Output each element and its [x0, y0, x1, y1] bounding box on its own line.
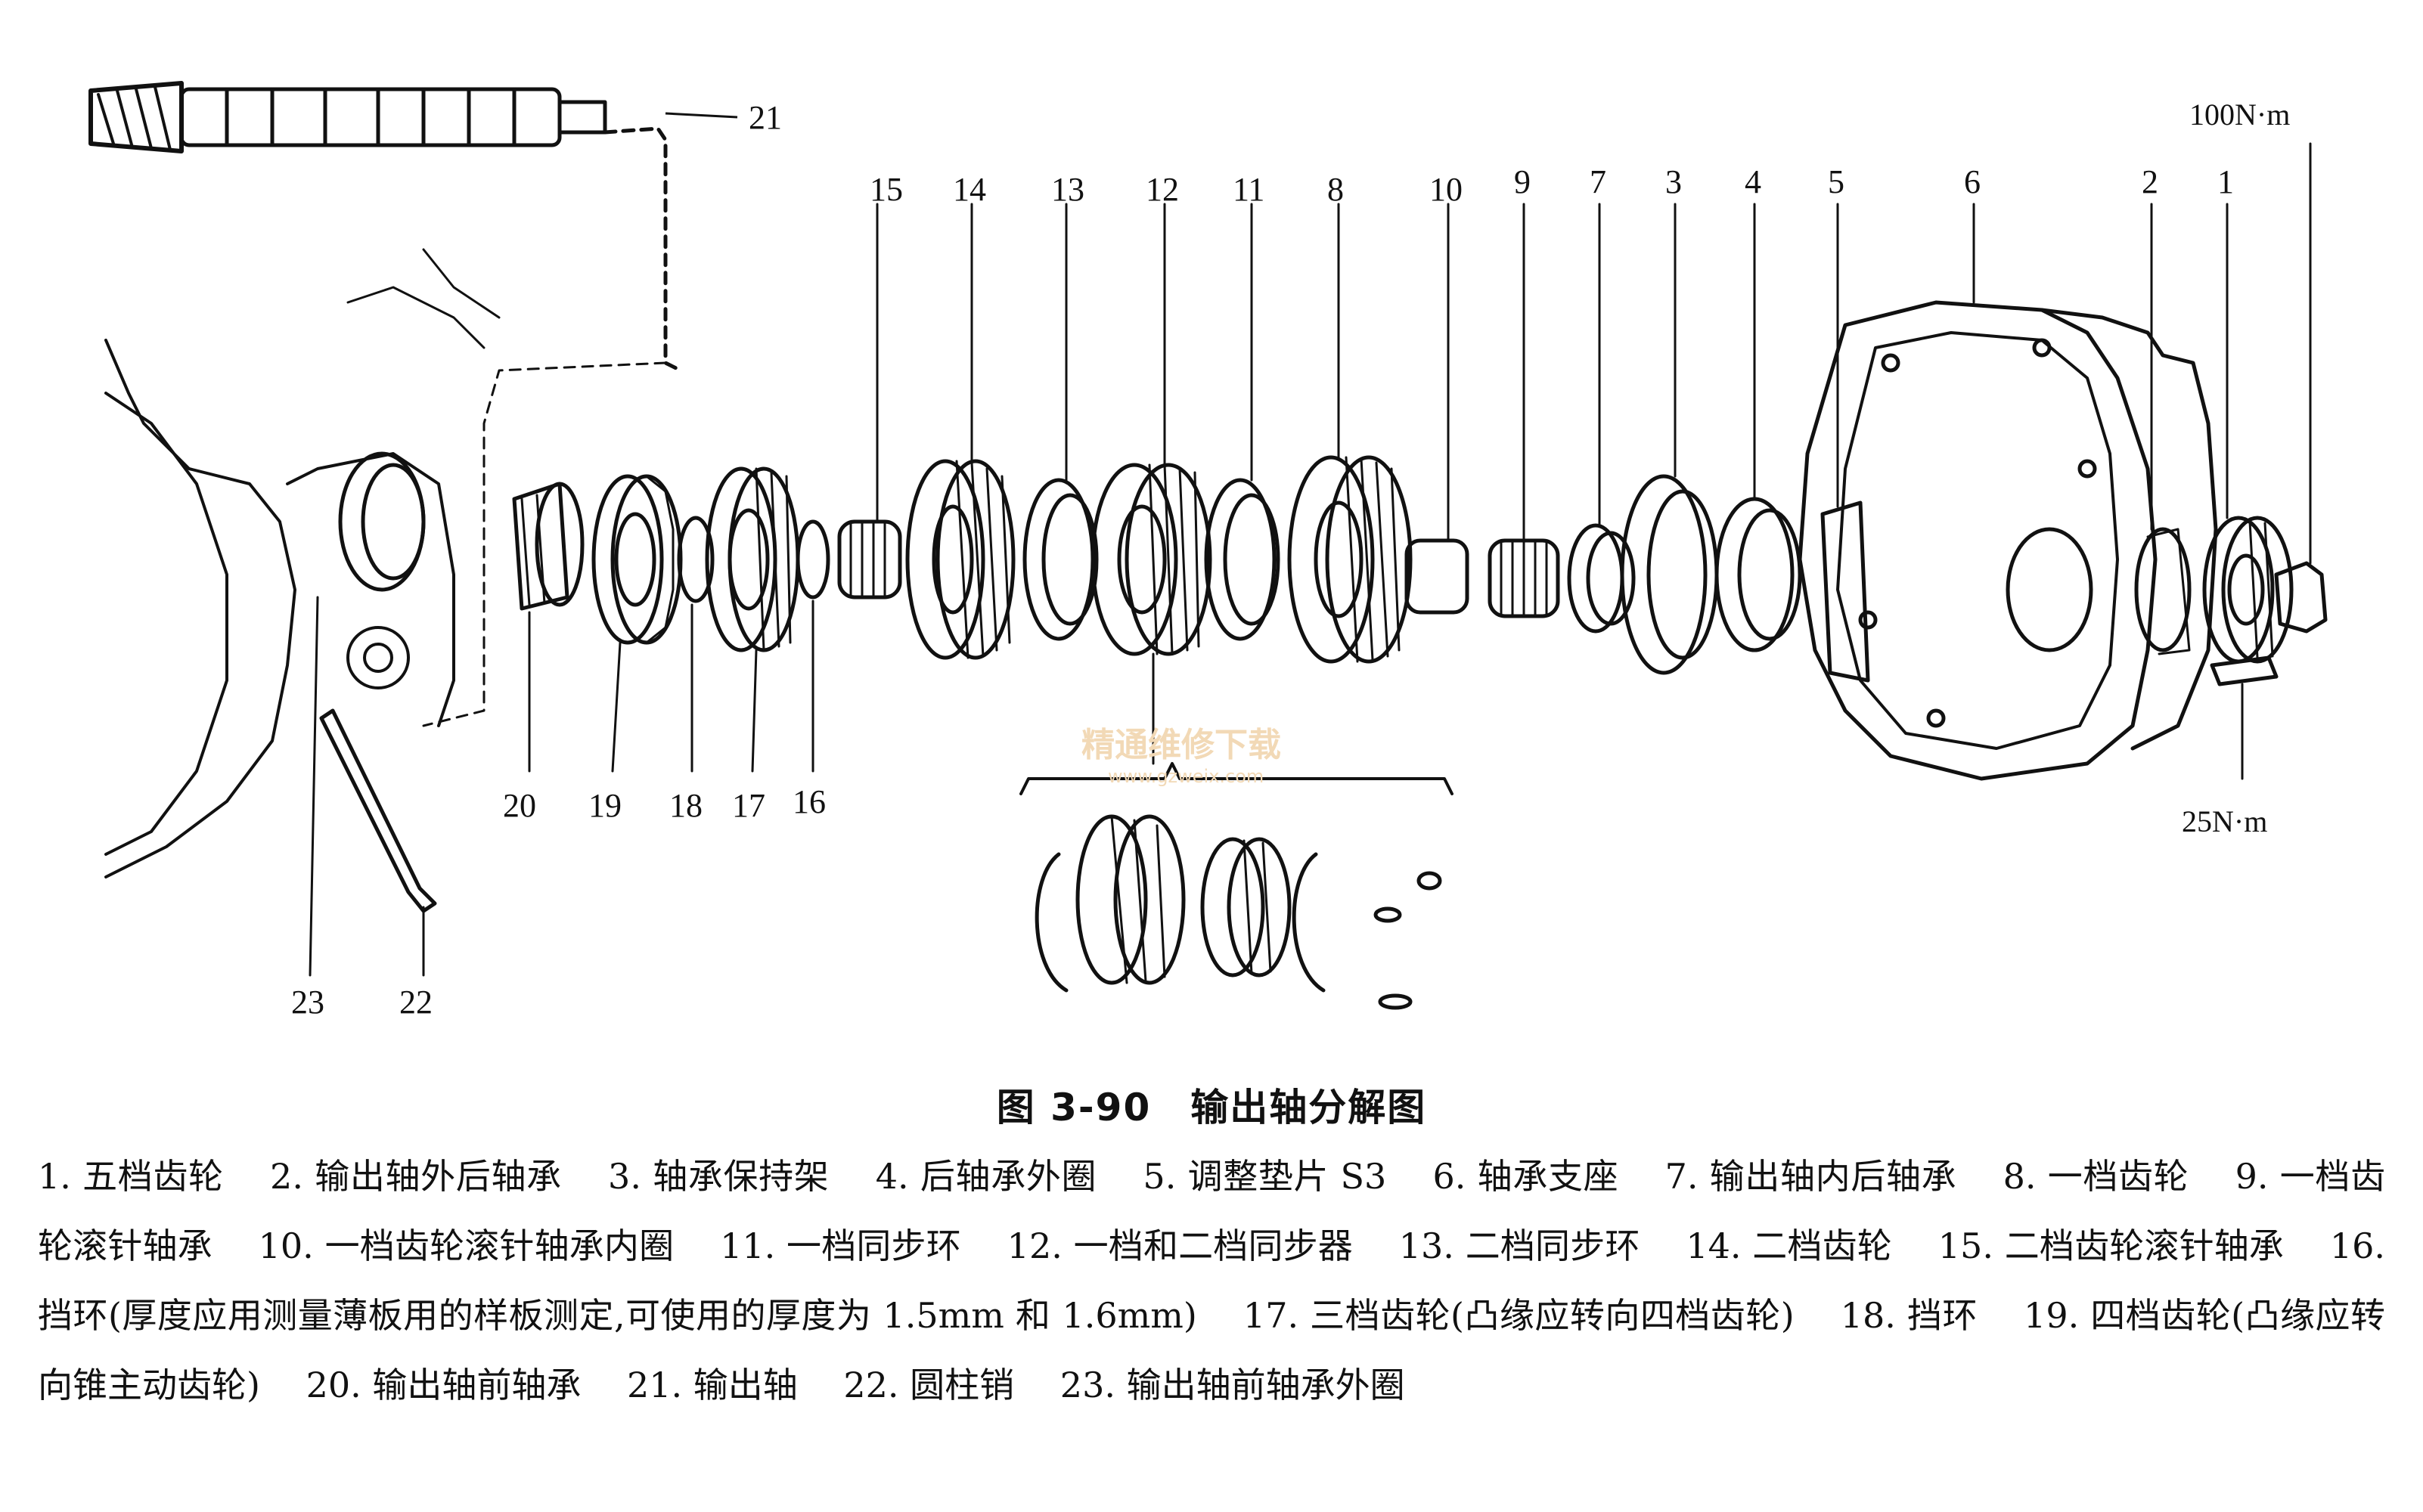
callout-15: 15: [870, 171, 903, 208]
synchronizer-detail: [1019, 762, 1453, 1010]
legend-item: 3. 轴承保持架: [608, 1156, 830, 1197]
callout-1: 1: [2217, 163, 2234, 200]
callout-23: 23: [291, 984, 324, 1021]
part-22-pin: [319, 708, 437, 977]
callout-11: 11: [1233, 171, 1264, 208]
part-15-needle-bearing: [837, 203, 902, 600]
callout-12: 12: [1146, 171, 1179, 208]
legend-item: 14. 二档齿轮: [1686, 1225, 1892, 1266]
callout-19: 19: [588, 787, 622, 824]
legend-item: 23. 输出轴前轴承外圈: [1059, 1365, 1405, 1405]
part-13-synchro-ring: [1022, 203, 1099, 641]
watermark-line1: 精通维修下载: [1081, 726, 1281, 764]
legend-item: 13. 二档同步环: [1398, 1225, 1640, 1266]
part-4-outer-race: [1714, 203, 1802, 652]
watermark: 精通维修下载 www.gzweix.com: [1081, 726, 1281, 787]
legend-item: 10. 一档齿轮滚针轴承内圈: [258, 1225, 675, 1266]
callout-14: 14: [953, 171, 986, 208]
legend-item: 5. 调整垫片 S3: [1143, 1156, 1387, 1197]
part-20-front-bearing: [512, 482, 585, 773]
legend-item: 4. 后轴承外圈: [875, 1156, 1097, 1197]
transmission-housing-left: [104, 248, 501, 878]
callout-18: 18: [669, 787, 703, 824]
callout-9: 9: [1514, 163, 1531, 200]
bearing-support-bolt: [2210, 655, 2279, 780]
part-12-synchronizer: [1091, 203, 1212, 765]
callout-labels: 21 15 14 13 12 11 8 10 9 7 3 4 5 6 2 1 2…: [291, 98, 2290, 1021]
legend-item: 20. 输出轴前轴承: [306, 1365, 582, 1405]
part-2-outer-rear-bearing: [2134, 203, 2192, 655]
legend-item: 2. 输出轴外后轴承: [270, 1156, 562, 1197]
legend-item: 19. 四档齿轮(凸缘应转向锥主动齿轮): [38, 1295, 2386, 1405]
watermark-line2: www.gzweix.com: [1108, 766, 1264, 787]
legend-item: 7. 输出轴内后轴承: [1664, 1156, 1957, 1197]
torque-25nm: 25N·m: [2182, 804, 2267, 838]
callout-8: 8: [1327, 171, 1344, 208]
callout-20: 20: [503, 787, 536, 824]
callout-7: 7: [1590, 163, 1606, 200]
callout-6: 6: [1964, 163, 1981, 200]
part-18-circlip: [677, 516, 715, 773]
callout-16: 16: [793, 783, 826, 820]
exploded-view-diagram: 21 15 14 13 12 11 8 10 9 7 3 4 5 6 2 1 2…: [88, 81, 2328, 1021]
legend-item: 16. 挡环(厚度应用测量薄板用的样板测定,可使用的厚度为 1.5mm 和 1.…: [38, 1225, 2386, 1336]
part-5-shim: [1820, 203, 1870, 683]
part-10-inner-race: [1404, 203, 1469, 615]
legend-item: 21. 输出轴: [626, 1365, 798, 1405]
part-11-synchro-ring: [1204, 203, 1280, 641]
legend-item: 15. 二档齿轮滚针轴承: [1937, 1225, 2285, 1266]
legend-item: 12. 一档和二档同步器: [1007, 1225, 1353, 1266]
part-16-circlip: [796, 519, 830, 773]
part-8-first-gear: [1287, 203, 1413, 664]
callout-5: 5: [1828, 163, 1844, 200]
part-3-bearing-retainer: [1620, 203, 1719, 675]
callout-22: 22: [399, 984, 433, 1021]
part-14-second-gear: [905, 203, 1016, 660]
callout-10: 10: [1429, 171, 1463, 208]
figure-caption: 图 3-90 输出轴分解图: [996, 1086, 1427, 1129]
callout-21: 21: [749, 99, 782, 136]
callout-3: 3: [1665, 163, 1682, 200]
part-9-needle-bearing: [1488, 203, 1560, 618]
parts-legend: 1. 五档齿轮 2. 输出轴外后轴承 3. 轴承保持架 4. 后轴承外圈 5. …: [38, 1142, 2385, 1420]
torque-100nm: 100N·m: [2189, 98, 2290, 132]
legend-item: 22. 圆柱销: [843, 1365, 1015, 1405]
callout-4: 4: [1745, 163, 1761, 200]
part-23-outer-race: [309, 451, 426, 977]
callout-13: 13: [1051, 171, 1084, 208]
legend-item: 6. 轴承支座: [1432, 1156, 1619, 1197]
part-19-fourth-gear: [591, 474, 683, 773]
part-17-third-gear: [705, 466, 800, 773]
legend-item: 18. 挡环: [1840, 1295, 1978, 1336]
legend-item: 9. 一档齿轮滚针轴承: [38, 1156, 2386, 1266]
callout-2: 2: [2142, 163, 2158, 200]
callout-17: 17: [732, 787, 765, 824]
legend-item: 8. 一档齿轮: [2003, 1156, 2189, 1197]
legend-item: 1. 五档齿轮: [38, 1156, 224, 1197]
legend-item: 17. 三档齿轮(凸缘应转向四档齿轮): [1243, 1295, 1795, 1336]
part-6-bearing-support: [1798, 203, 2218, 781]
output-shaft-21: [88, 81, 683, 727]
output-shaft-nut: [2274, 142, 2328, 634]
legend-item: 11. 一档同步环: [720, 1225, 961, 1266]
